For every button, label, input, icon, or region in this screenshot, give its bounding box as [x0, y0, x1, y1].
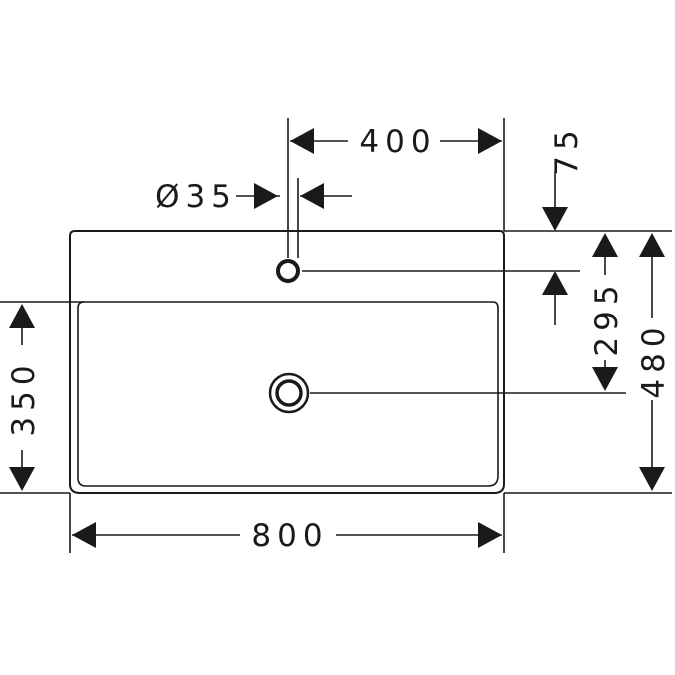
dimension-75-label: 75: [549, 124, 585, 175]
dimension-400: 400: [287, 118, 505, 258]
dimension-diameter-35-label: Ø35: [155, 179, 237, 215]
dimension-295-label: 295: [589, 279, 625, 356]
tap-hole: [276, 259, 300, 283]
dimension-295: 295: [310, 233, 626, 394]
dimension-480: 480: [504, 230, 672, 494]
dimension-75: 75: [302, 124, 605, 325]
dimension-350-label: 350: [6, 359, 42, 436]
dimension-800-label: 800: [251, 518, 328, 554]
dimension-diameter-35: Ø35: [155, 178, 352, 258]
dimension-800: 800: [69, 493, 505, 554]
dimension-400-label: 400: [359, 124, 436, 160]
dimension-480-label: 480: [636, 321, 672, 398]
drain-outlet: [268, 372, 310, 414]
basin-outline: [69, 230, 505, 494]
dimension-350: 350: [0, 301, 84, 494]
